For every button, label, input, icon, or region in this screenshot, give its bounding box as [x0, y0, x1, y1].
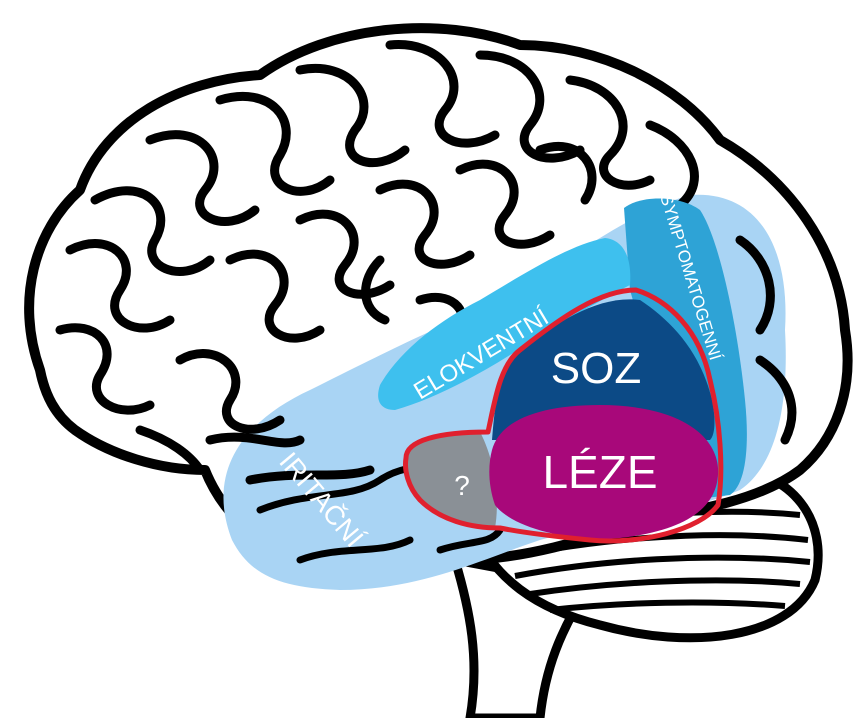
leze-label: LÉZE	[542, 446, 657, 498]
soz-label: SOZ	[551, 344, 641, 393]
unknown-label: ?	[454, 470, 470, 501]
